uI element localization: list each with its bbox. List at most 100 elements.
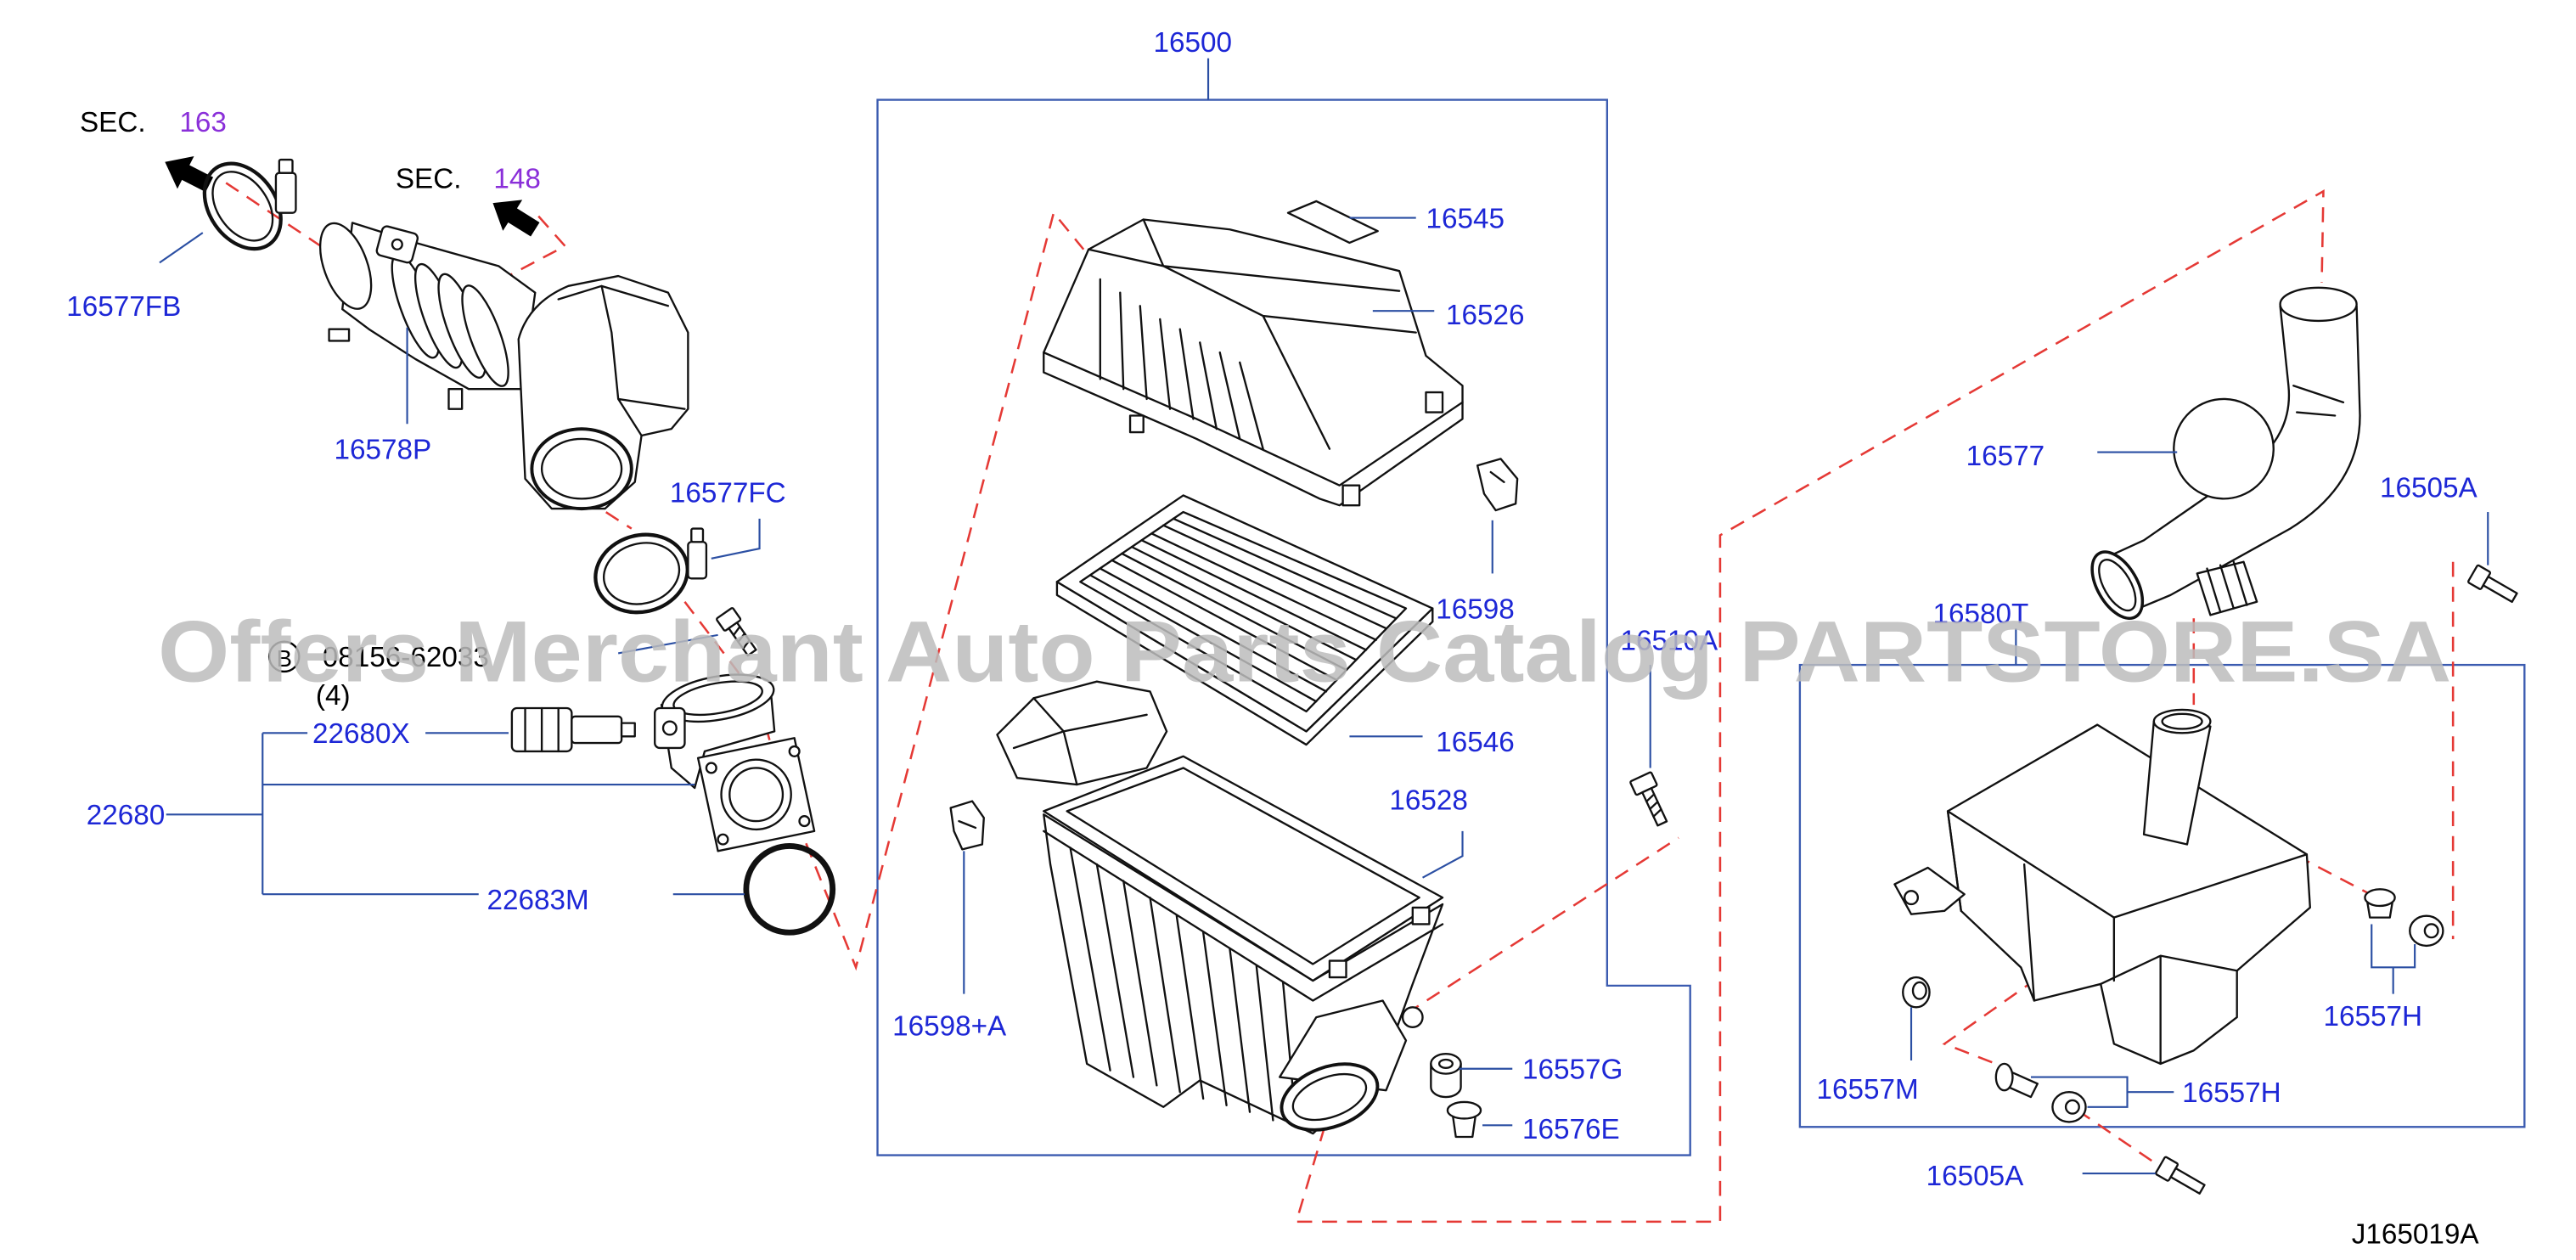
air-duct-16577-outline <box>2279 286 2358 323</box>
callout-bolt-part-number[interactable]: 08156-62033 <box>323 642 489 673</box>
callout-16546[interactable]: 16546 <box>1436 727 1515 758</box>
air-cleaner-case-16528-outline <box>1069 847 1297 1128</box>
air-cleaner-cover-16526-outline <box>1043 218 1464 507</box>
collar-16576e-outline <box>1451 1112 1477 1139</box>
clamp-16577fb-outline <box>202 161 283 251</box>
throttle-housing-22680-outline <box>798 815 811 828</box>
throttle-housing-22680 <box>654 673 816 852</box>
sec-148-prefix: SEC. <box>396 163 462 194</box>
callout-16598[interactable]: 16598 <box>1436 593 1515 625</box>
sec-148-number[interactable]: 148 <box>493 163 541 194</box>
assembly-dashed-lines-outline <box>2077 1109 2172 1175</box>
resonator-16580t-outline <box>2161 712 2203 730</box>
leader-16577fb <box>159 232 204 264</box>
collar-16576e-outline <box>1446 1100 1482 1120</box>
o-ring-22683m <box>743 843 836 936</box>
grommet-16557h-bottom-outline <box>2064 1099 2080 1115</box>
callout-16580t[interactable]: 16580T <box>1932 599 2028 630</box>
throttle-housing-22680-outline <box>728 767 785 823</box>
assembly-dashed-lines-outline <box>1405 836 1679 1015</box>
bolt-08156 <box>716 607 757 657</box>
bracket-16557h-right <box>2371 924 2416 994</box>
callout-22683m[interactable]: 22683M <box>487 885 589 916</box>
sec-163-number[interactable]: 163 <box>179 107 227 138</box>
callout-16510a[interactable]: 16510A <box>1620 625 1718 656</box>
throttle-housing-22680-outline <box>672 680 763 717</box>
clamp-16577fc-outline <box>593 532 689 615</box>
callout-16557h-bottom[interactable]: 16557H <box>2182 1077 2281 1109</box>
sensor-22680x-outline <box>571 715 623 745</box>
callout-16577fb[interactable]: 16577FB <box>66 291 181 323</box>
air-duct-16578p-outline <box>461 284 509 387</box>
callout-16577fc[interactable]: 16577FC <box>670 477 786 509</box>
callout-16528[interactable]: 16528 <box>1389 785 1468 816</box>
air-duct-outlet-outline <box>540 437 623 500</box>
clamp-16577fb-outline <box>278 158 294 174</box>
clamp-16577fc-outline <box>690 527 705 543</box>
callout-16577[interactable]: 16577 <box>1966 441 2045 472</box>
bolt-16510a <box>1629 771 1668 827</box>
label-16545 <box>1286 200 1379 245</box>
callout-16505a-bottom[interactable]: 16505A <box>1926 1161 2025 1192</box>
air-cleaner-case-16528-outline <box>996 680 1168 786</box>
throttle-housing-22680-outline <box>717 833 729 846</box>
air-cleaner-case-16528-outline <box>1012 697 1148 786</box>
callout-22680x[interactable]: 22680X <box>312 718 410 750</box>
air-cleaner-case-16528-outline <box>1328 959 1347 979</box>
sensor-22680x-outline <box>524 706 560 753</box>
sec-163-prefix: SEC. <box>80 107 146 138</box>
throttle-housing-22680-outline <box>705 762 717 774</box>
assembly-dashed-lines-outline <box>683 210 1085 971</box>
grommet-16557h-right-outline <box>2423 923 2439 939</box>
air-cleaner-case-16528-outline <box>1411 906 1431 925</box>
clamp-16577fb-outline <box>274 172 297 214</box>
air-duct-16578p-outline <box>391 238 403 250</box>
bolt-marker-letter: B <box>277 645 292 672</box>
callout-16505a-top[interactable]: 16505A <box>2380 472 2478 503</box>
clip-16598a <box>949 800 985 851</box>
callout-16598a[interactable]: 16598+A <box>892 1011 1007 1043</box>
callout-bolt-quantity: (4) <box>316 680 351 712</box>
callout-22680[interactable]: 22680 <box>87 800 166 831</box>
callout-16526[interactable]: 16526 <box>1446 300 1525 331</box>
resonator-16580t-outline <box>1946 810 2309 1066</box>
air-duct-16577-outline <box>2173 397 2275 500</box>
sec-148-arrow-icon[interactable] <box>483 188 545 245</box>
throttle-housing-22680-outline <box>661 720 678 736</box>
sec-163-arrow-icon[interactable] <box>157 146 218 201</box>
throttle-housing-22680-outline <box>788 745 801 757</box>
leader-bolt-08156 <box>617 633 718 655</box>
air-cleaner-case-16528-outline <box>1043 830 1444 1002</box>
callout-16557h-right[interactable]: 16557H <box>2323 1001 2422 1032</box>
bolt-08156-outline <box>732 625 751 650</box>
air-cleaner-case-16528-outline <box>1066 767 1420 965</box>
bracket-22680 <box>166 732 695 896</box>
grommet-16557h-bottom <box>2051 1090 2087 1123</box>
leader-16577fc <box>711 518 761 560</box>
bracket-16557h-bottom <box>2030 1076 2174 1108</box>
air-cleaner-case-16528-outline <box>1401 1006 1424 1028</box>
callout-16557g[interactable]: 16557G <box>1522 1055 1623 1086</box>
clamp-16577fc-outline <box>602 542 681 605</box>
clamp-16577fc <box>593 527 708 615</box>
air-duct-16578p <box>318 222 537 410</box>
grommet-16557g <box>1430 1052 1462 1099</box>
box-resonator-group <box>1798 663 2526 1128</box>
air-cleaner-case-16528-outline <box>1291 1072 1368 1122</box>
bolt-16505a-top-outline <box>2482 575 2518 604</box>
resonator-16580t-outline <box>1893 866 1966 915</box>
callout-16578p[interactable]: 16578P <box>334 434 431 465</box>
callout-16500[interactable]: 16500 <box>1153 27 1232 59</box>
air-duct-16578p-outline <box>328 328 351 342</box>
air-duct-16577-outline <box>2206 560 2248 613</box>
callout-16576e[interactable]: 16576E <box>1522 1114 1620 1145</box>
sensor-22680x <box>510 706 636 753</box>
air-duct-16577-outline <box>2098 559 2137 612</box>
callout-16545[interactable]: 16545 <box>1426 203 1505 234</box>
grommet-16557m-outline <box>1911 981 1927 1000</box>
air-duct-outlet <box>517 274 689 511</box>
callout-16557m[interactable]: 16557M <box>1816 1074 1918 1105</box>
air-duct-16578p-outline <box>318 222 373 310</box>
collar-16557h-bottom <box>1994 1062 2039 1099</box>
